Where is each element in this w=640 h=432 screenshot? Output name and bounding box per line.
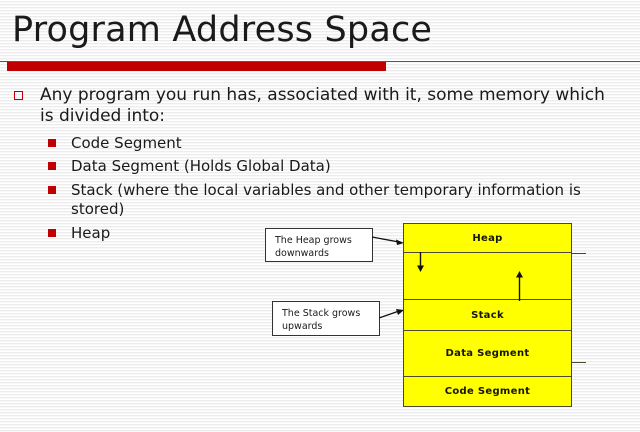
bullet-text: Heap xyxy=(71,224,111,242)
hollow-square-bullet-icon xyxy=(14,91,23,100)
callout-heap-grows-downwards: The Heap grows downwards xyxy=(265,228,373,262)
bullet-item-heap: Heap xyxy=(48,224,628,243)
memory-band-divider xyxy=(404,252,571,254)
memory-band-divider xyxy=(404,330,571,332)
memory-band-free-space xyxy=(404,253,571,299)
heap-callout-leader-arrow-icon xyxy=(372,236,404,245)
callout-text: The Stack grows upwards xyxy=(282,308,361,332)
callout-stack-grows-upwards: The Stack grows upwards xyxy=(272,301,380,336)
heap-growth-arrow-icon xyxy=(417,252,424,272)
bullet-text: Stack (where the local variables and oth… xyxy=(71,181,581,218)
bullet-item-stack: Stack (where the local variables and oth… xyxy=(48,181,638,219)
memory-band-label: Data Segment xyxy=(445,348,530,359)
memory-band-label: Stack xyxy=(471,309,504,321)
memory-band-code-segment: Code Segment xyxy=(404,377,571,406)
memory-boundary-tick xyxy=(572,362,586,364)
solid-square-bullet-icon xyxy=(48,229,56,237)
bullet-text: Any program you run has, associated with… xyxy=(40,85,605,126)
bullet-item-overview: Any program you run has, associated with… xyxy=(14,85,626,127)
stack-callout-leader-arrow-icon xyxy=(379,309,404,319)
bullet-item-code-segment: Code Segment xyxy=(48,134,628,153)
bullet-text: Code Segment xyxy=(71,134,182,152)
bullet-item-data-segment: Data Segment (Holds Global Data) xyxy=(48,157,628,176)
memory-band-label: Heap xyxy=(472,232,503,244)
memory-band-divider xyxy=(404,299,571,301)
title-divider-accent xyxy=(7,62,386,71)
memory-layout-diagram: Heap Stack Data Segment Code Segment xyxy=(403,223,572,407)
callout-text: The Heap grows downwards xyxy=(275,235,352,259)
memory-band-stack: Stack xyxy=(404,300,571,330)
page-title: Program Address Space xyxy=(12,10,433,50)
memory-band-heap: Heap xyxy=(404,224,571,252)
memory-boundary-tick xyxy=(572,253,586,255)
memory-band-label: Code Segment xyxy=(444,386,531,397)
title-divider-thin xyxy=(0,61,640,62)
solid-square-bullet-icon xyxy=(48,162,56,170)
bullet-text: Data Segment (Holds Global Data) xyxy=(71,157,331,175)
stack-growth-arrow-icon xyxy=(516,271,523,301)
solid-square-bullet-icon xyxy=(48,186,56,194)
memory-band-data-segment: Data Segment xyxy=(404,331,571,376)
memory-band-divider xyxy=(404,376,571,378)
solid-square-bullet-icon xyxy=(48,139,56,147)
